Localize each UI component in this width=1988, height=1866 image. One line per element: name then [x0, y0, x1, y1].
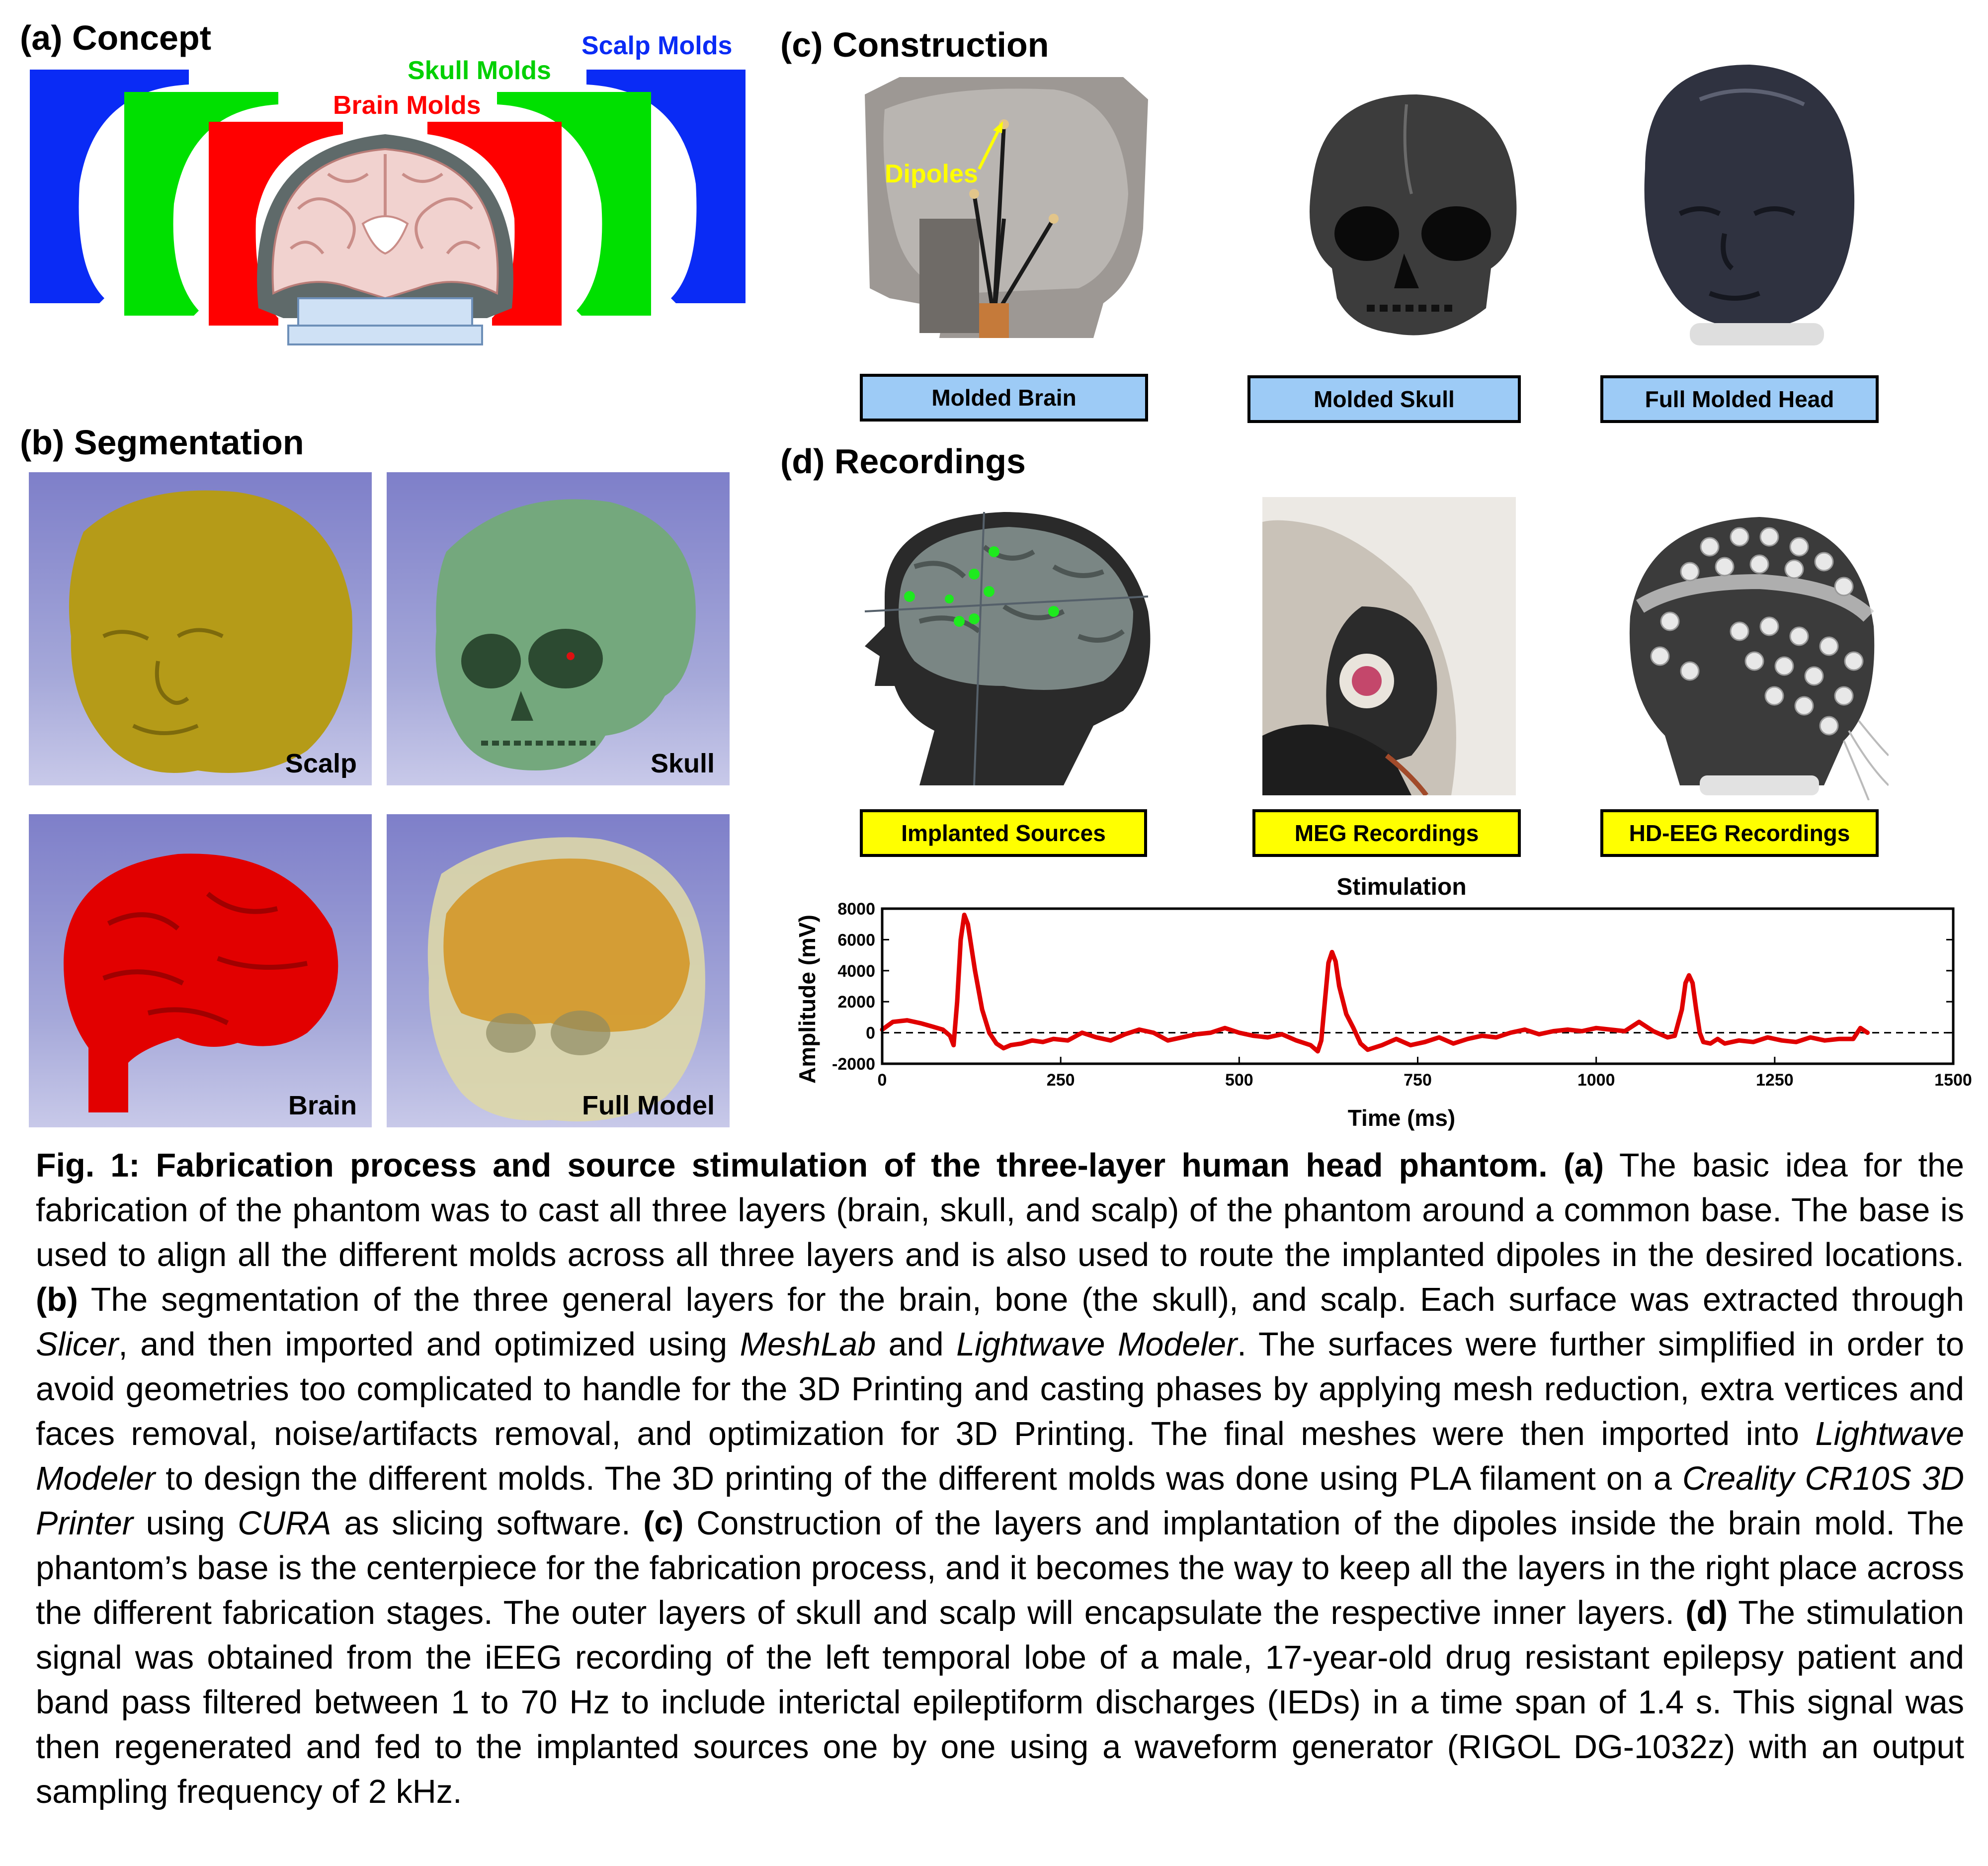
caption-b-text-3: . The surfaces were further simplified i… [36, 1326, 1965, 1452]
plot-frame [881, 907, 1955, 1065]
y-tick-label: 0 [866, 1024, 875, 1043]
chart-x-axis-label: Time (ms) [1348, 1105, 1455, 1131]
caption-d-tag: (d) [1685, 1595, 1728, 1631]
dipoles-label: Dipoles [885, 160, 978, 188]
caption-lightwave-1: Lightwave Modeler [956, 1326, 1238, 1363]
x-tick-label: 1000 [1577, 1071, 1615, 1090]
phantom-base-bottom [287, 325, 483, 345]
caption-lightwave-2: Lightwave Modeler [36, 1416, 1964, 1497]
caption-b-tag: (b) [36, 1281, 78, 1318]
hd-eeg-recordings-label: HD-EEG Recordings [1600, 809, 1879, 857]
caption-lead: Fig. 1: Fabrication process and source s… [36, 1147, 1548, 1184]
y-tick-label: 2000 [837, 993, 875, 1012]
molded-brain-label: Molded Brain [860, 374, 1148, 422]
full-molded-head-shape [1644, 65, 1855, 329]
segmentation-brain-label: Brain [288, 1091, 357, 1120]
brain-mold-left [209, 122, 343, 326]
caption-b-text-5: as slicing software. [344, 1505, 631, 1542]
full-molded-head-photo [1625, 55, 1869, 348]
skull-mold-left [124, 92, 278, 316]
meg-helmet [1262, 497, 1516, 795]
y-tick-label: -2000 [832, 1055, 875, 1074]
skull-mold-right [497, 92, 651, 316]
molded-skull-label: Molded Skull [1247, 375, 1521, 423]
caption-c-text: Construction of the layers and implantat… [36, 1505, 1964, 1631]
concept-mold-diagram [30, 70, 746, 345]
implanted-sources-image [845, 497, 1163, 785]
scalp-mold-left [30, 70, 189, 303]
caption-d-text: The stimulation signal was obtained from… [36, 1595, 1964, 1810]
hd-eeg-recordings-photo [1610, 507, 1889, 800]
figure-caption: Fig. 1: Fabrication process and source s… [36, 1143, 1964, 1814]
caption-b-text-2: , and then imported and optimized using [118, 1326, 728, 1363]
full-model-brain-surface [443, 858, 690, 1032]
panel-c-title: (c) Construction [780, 25, 1049, 64]
panel-b-title: (b) Segmentation [20, 423, 304, 462]
y-tick-label: 8000 [837, 900, 875, 919]
stimulation-chart: Stimulation Amplitude (mV) Time (ms) 0 25… [794, 874, 1972, 1131]
caption-and: and [888, 1326, 944, 1363]
segmentation-scalp-render: Scalp [29, 472, 372, 785]
meg-recordings-label: MEG Recordings [1252, 809, 1521, 857]
segmentation-scalp-label: Scalp [285, 749, 357, 778]
scalp-mold-right [586, 70, 746, 303]
meg-recordings-photo [1262, 497, 1516, 795]
molded-brain-photo: Dipoles [845, 70, 1163, 348]
chart-title: Stimulation [1336, 874, 1466, 900]
skull-molds-label: Skull Molds [408, 56, 551, 85]
caption-b-text-1: The segmentation of the three general la… [90, 1281, 1964, 1318]
panel-d-title: (d) Recordings [780, 442, 1026, 481]
implanted-sources-label: Implanted Sources [860, 809, 1147, 857]
caption-c-tag: (c) [643, 1505, 684, 1542]
segmentation-full-model-render: Full Model [387, 814, 730, 1127]
segmentation-brain-render: Brain [29, 814, 372, 1127]
x-tick-label: 1500 [1934, 1071, 1972, 1090]
caption-meshlab: MeshLab [740, 1326, 876, 1363]
scalp-molds-label: Scalp Molds [581, 31, 733, 60]
molded-skull-shape [1310, 94, 1517, 336]
segmentation-full-model-label: Full Model [582, 1091, 715, 1120]
caption-using: using [146, 1505, 225, 1542]
segmentation-skull-render: Skull [387, 472, 730, 785]
panel-a-title: (a) Concept [20, 18, 211, 57]
brain-mold-right [427, 122, 562, 326]
caption-slicer: Slicer [36, 1326, 119, 1363]
stimulation-signal-line [880, 913, 1870, 1054]
molded-skull-photo [1277, 85, 1536, 343]
caption-a-tag: (a) [1563, 1147, 1604, 1184]
x-tick-label: 500 [1225, 1071, 1253, 1090]
brain-molds-label: Brain Molds [333, 91, 481, 120]
caption-printer: Creality CR10S 3D Printer [36, 1460, 1964, 1542]
x-tick-label: 1250 [1756, 1071, 1794, 1090]
y-tick-label: 6000 [837, 931, 875, 949]
brain-surface [64, 853, 338, 1112]
caption-cura: CURA [238, 1505, 331, 1542]
full-molded-head-label: Full Molded Head [1600, 375, 1879, 423]
caption-b-text-4: to design the different molds. The 3D pr… [166, 1460, 1672, 1497]
segmentation-skull-label: Skull [650, 749, 715, 778]
phantom-base-top [297, 297, 473, 327]
x-tick-label: 0 [878, 1071, 887, 1090]
chart-y-axis-label: Amplitude (mV) [794, 915, 820, 1084]
x-tick-label: 750 [1404, 1071, 1432, 1090]
caption-a-text: The basic idea for the fabrication of th… [36, 1147, 1964, 1273]
x-tick-label: 250 [1047, 1071, 1075, 1090]
y-tick-label: 4000 [837, 962, 875, 981]
